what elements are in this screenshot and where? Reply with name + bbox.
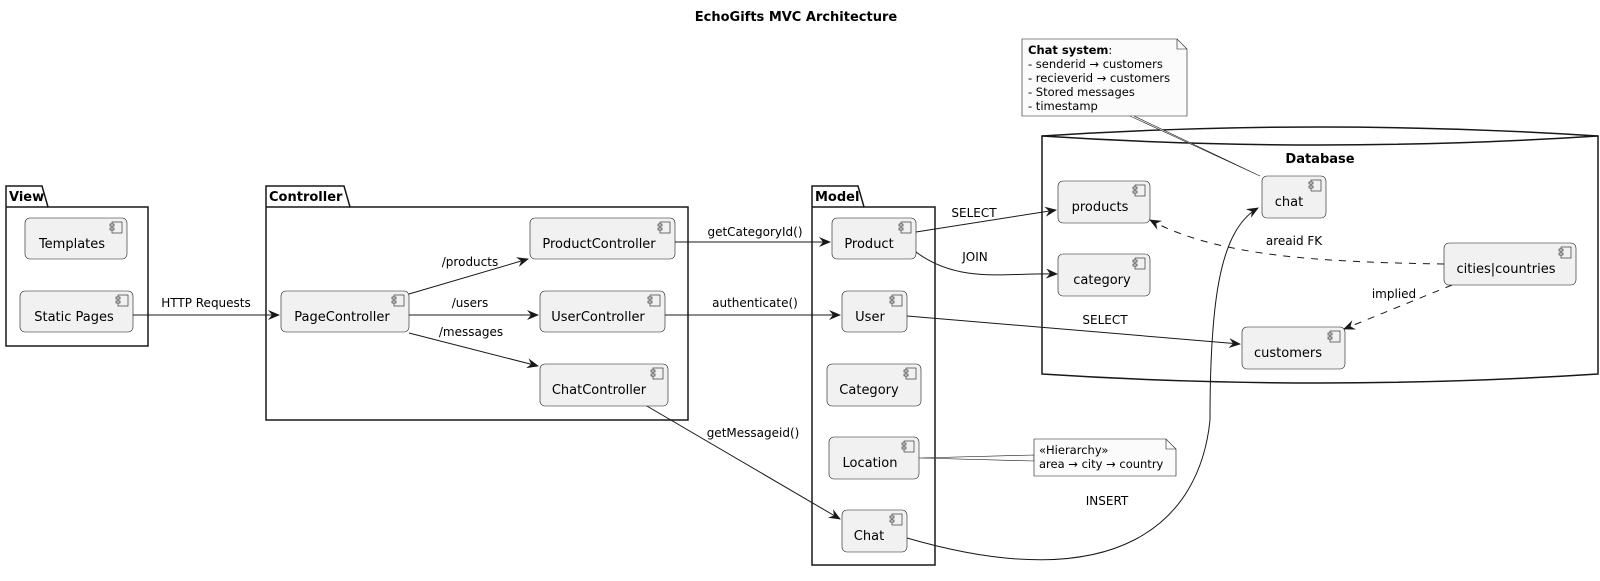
component-icon <box>1327 330 1341 343</box>
db-table-category-label: category <box>1073 273 1131 288</box>
component-icon <box>391 294 405 307</box>
note-hierarchy-line: area → city → country <box>1039 457 1164 471</box>
edges <box>133 206 1453 561</box>
component-icon <box>115 294 129 307</box>
label-messages-route: /messages <box>439 325 503 339</box>
package-controller-title: Controller <box>269 190 343 205</box>
note-chat-system-line: - Stored messages <box>1028 85 1135 99</box>
package-view-title: View <box>9 190 44 205</box>
note-chat-system-line: - recieverid → customers <box>1028 71 1170 85</box>
db-table-cities-countries[interactable]: cities|countries <box>1443 242 1577 286</box>
component-chat-controller-label: ChatController <box>552 383 647 398</box>
component-user-controller-label: UserController <box>551 310 645 325</box>
component-icon <box>650 367 664 380</box>
note-chat-system-heading: Chat system <box>1028 43 1108 57</box>
label-get-message-id: getMessageid() <box>707 426 800 440</box>
db-table-customers[interactable]: customers <box>1241 326 1346 370</box>
label-insert-chat: INSERT <box>1086 494 1129 508</box>
label-select-customers: SELECT <box>1082 313 1128 327</box>
edge-get-message-id <box>639 401 841 520</box>
db-table-customers-label: customers <box>1254 346 1322 361</box>
package-model-title: Model <box>815 190 859 205</box>
edge-join-category <box>915 251 1058 279</box>
component-location[interactable]: Location <box>828 436 920 480</box>
component-icon <box>898 221 912 234</box>
edge-products-route <box>408 257 529 295</box>
note-chat-system: Chat system: - senderid → customers - re… <box>1021 38 1261 177</box>
component-icon <box>657 221 671 234</box>
edge-implied <box>1343 284 1453 330</box>
component-icon <box>109 221 123 234</box>
component-icon <box>903 367 917 380</box>
note-chat-system-line: - timestamp <box>1028 99 1098 113</box>
component-icon <box>889 294 903 307</box>
component-icon <box>1558 246 1572 259</box>
component-category-label: Category <box>839 383 899 398</box>
note-chat-system-line: - senderid → customers <box>1028 57 1163 71</box>
edge-insert-chat <box>906 207 1259 561</box>
component-icon <box>889 513 903 526</box>
component-product-controller-label: ProductController <box>542 237 656 252</box>
db-table-chat[interactable]: chat <box>1261 175 1327 219</box>
note-hierarchy: «Hierarchy» area → city → country <box>918 438 1177 477</box>
component-static-pages-label: Static Pages <box>34 310 114 325</box>
component-chat-label: Chat <box>854 529 884 544</box>
component-templates[interactable]: Templates <box>24 217 128 260</box>
label-users-route: /users <box>452 296 488 310</box>
component-user-label: User <box>855 310 885 325</box>
edge-messages-route <box>408 332 539 369</box>
component-icon <box>901 440 915 453</box>
db-table-chat-label: chat <box>1275 195 1303 210</box>
database-title: Database <box>1285 152 1354 167</box>
component-user-controller[interactable]: UserController <box>539 290 666 333</box>
component-icon <box>647 294 661 307</box>
edge-areaid-fk <box>1149 219 1445 265</box>
label-select-products: SELECT <box>951 206 997 220</box>
component-chat-controller[interactable]: ChatController <box>539 363 669 407</box>
component-icon <box>1132 184 1146 197</box>
component-page-controller-label: PageController <box>294 310 390 325</box>
component-static-pages[interactable]: Static Pages <box>19 290 134 333</box>
db-table-category[interactable]: category <box>1057 253 1151 297</box>
label-join-category: JOIN <box>961 250 988 264</box>
note-hierarchy-line: «Hierarchy» <box>1039 443 1108 457</box>
note-chat-system-heading-line: Chat system: <box>1028 43 1112 57</box>
component-product-controller[interactable]: ProductController <box>529 217 676 260</box>
component-product[interactable]: Product <box>831 217 917 260</box>
db-table-products[interactable]: products <box>1057 180 1151 224</box>
edge-labels: HTTP Requests /products /users /messages… <box>161 206 1416 508</box>
component-product-label: Product <box>844 237 893 252</box>
diagram-title: EchoGifts MVC Architecture <box>695 10 898 25</box>
label-http-requests: HTTP Requests <box>161 296 251 310</box>
label-areaid-fk: areaid FK <box>1266 234 1323 248</box>
edge-select-customers <box>906 315 1241 349</box>
label-implied: implied <box>1372 287 1416 301</box>
component-location-label: Location <box>843 456 898 471</box>
note-chat-system-heading-suffix: : <box>1108 43 1112 57</box>
db-table-cities-countries-label: cities|countries <box>1456 262 1555 277</box>
component-user[interactable]: User <box>841 290 908 333</box>
component-templates-label: Templates <box>38 237 105 252</box>
label-get-category-id: getCategoryId() <box>707 225 802 239</box>
label-products-route: /products <box>442 255 498 269</box>
label-authenticate: authenticate() <box>712 296 798 310</box>
component-icon <box>1308 179 1322 192</box>
edge-select-products <box>915 206 1057 233</box>
database-container: Database <box>1041 126 1599 384</box>
component-page-controller[interactable]: PageController <box>280 290 410 333</box>
db-table-products-label: products <box>1072 200 1129 215</box>
component-chat[interactable]: Chat <box>841 509 908 553</box>
component-category[interactable]: Category <box>826 363 922 407</box>
component-icon <box>1132 257 1146 270</box>
